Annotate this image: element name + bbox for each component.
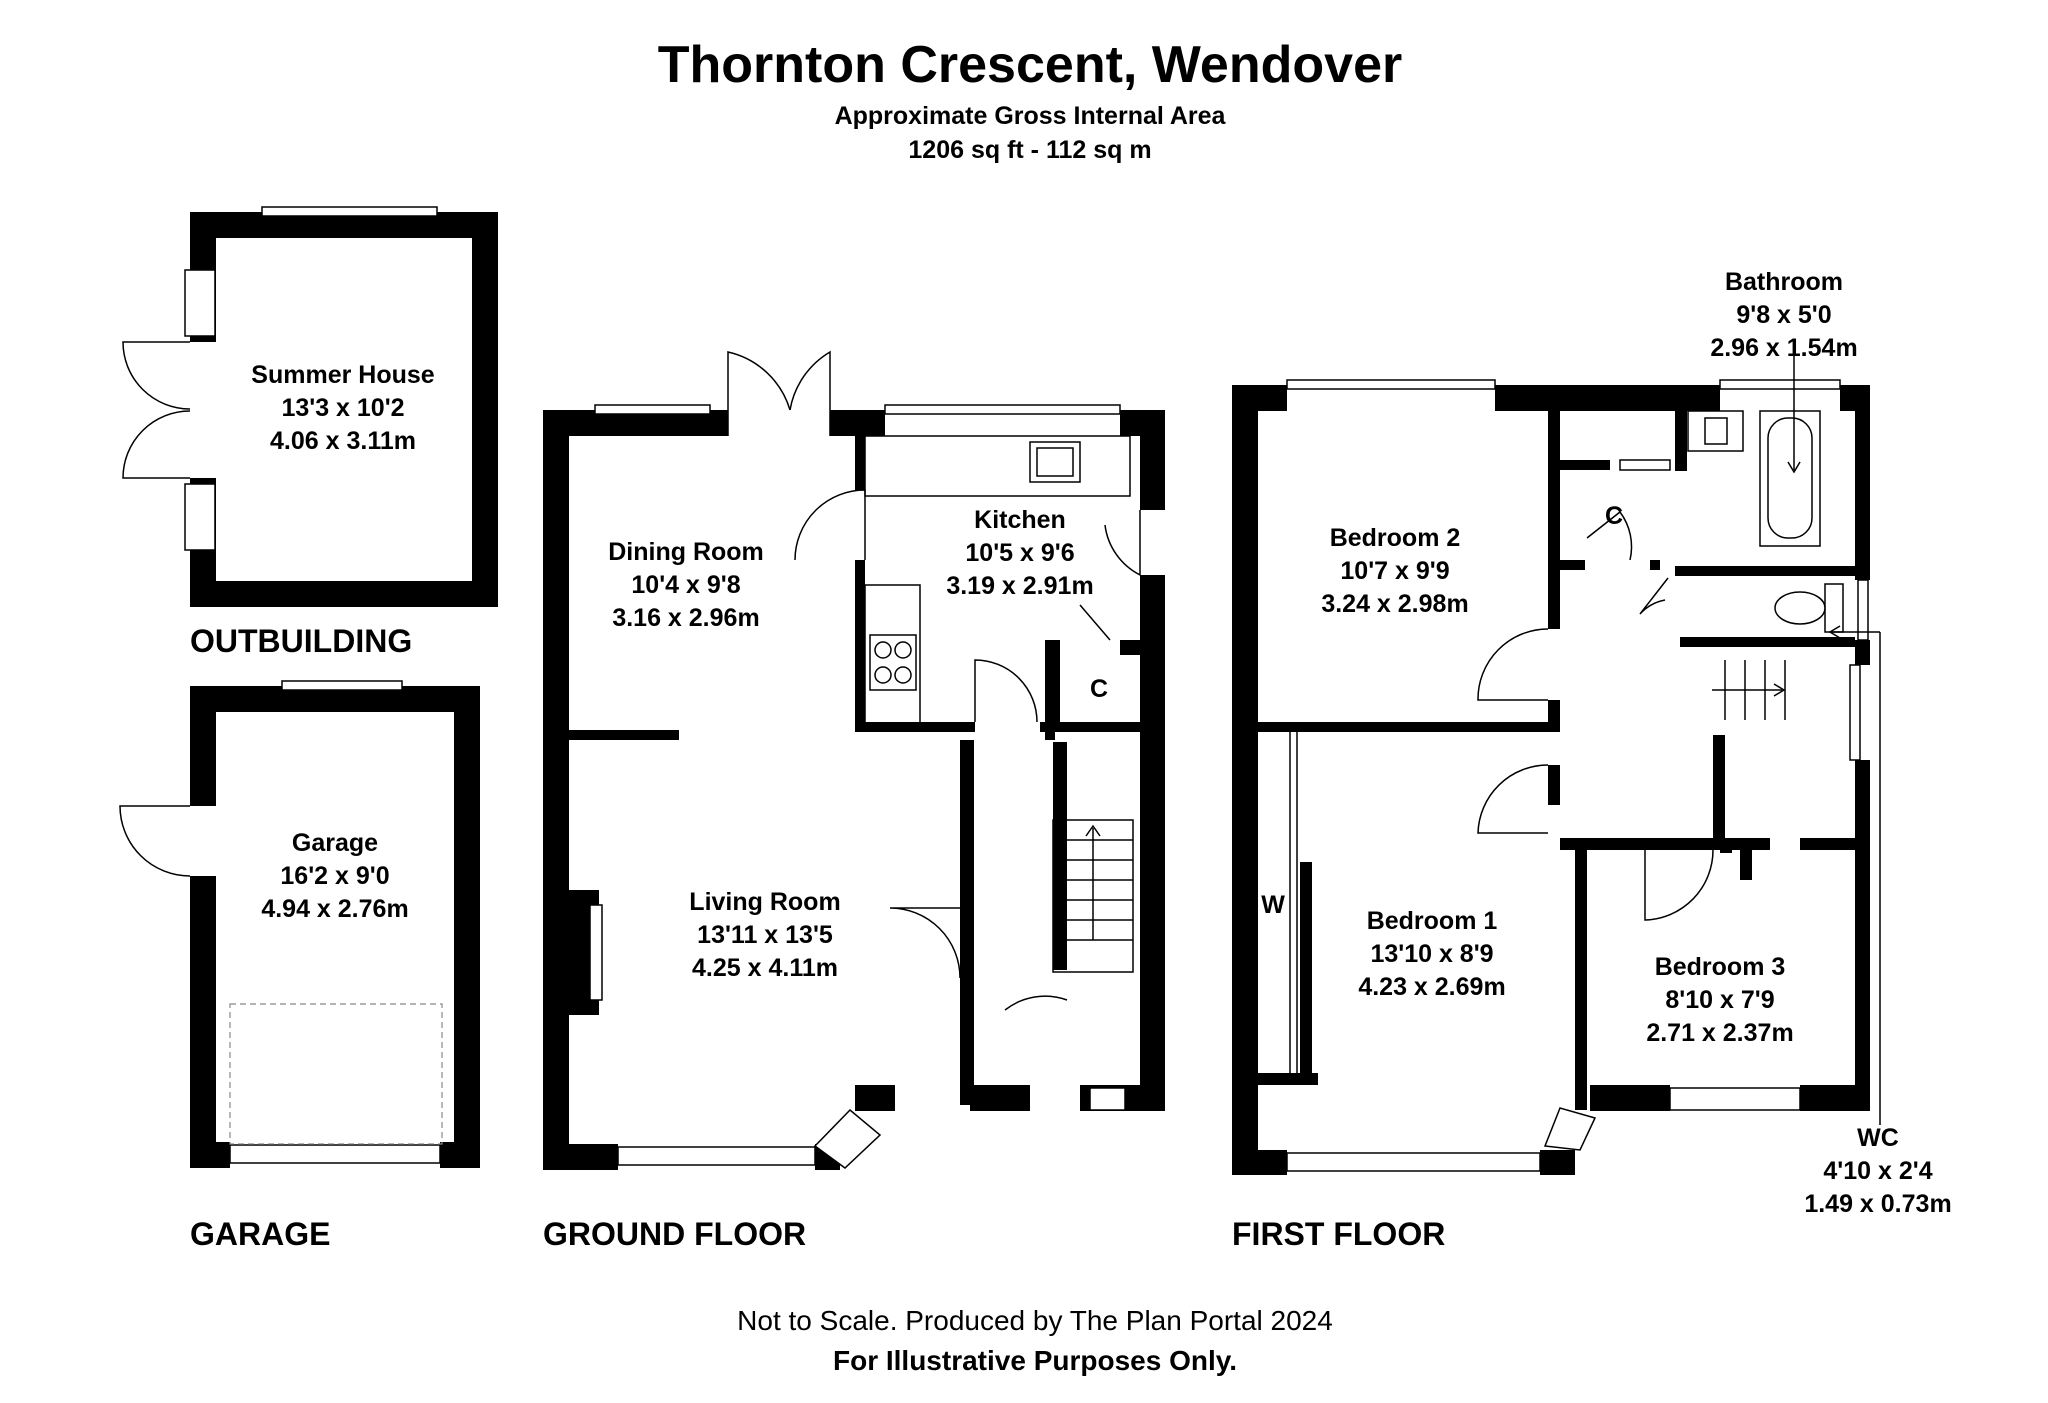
bedroom-1-imperial: 13'10 x 8'9	[1370, 940, 1493, 968]
wc-metric: 1.49 x 0.73m	[1804, 1190, 1951, 1218]
kitchen-imperial: 10'5 x 9'6	[965, 539, 1074, 567]
living-room-imperial: 13'11 x 13'5	[697, 921, 833, 949]
living-room-metric: 4.25 x 4.11m	[692, 954, 838, 982]
summer-house-name: Summer House	[251, 361, 434, 389]
bedroom-1-name: Bedroom 1	[1367, 907, 1498, 935]
summer-house-plan	[122, 206, 498, 607]
plan-title: Thornton Crescent, Wendover	[658, 36, 1402, 94]
ground-floor-plan	[543, 350, 1165, 1170]
first-cupboard-label: C	[1605, 502, 1623, 530]
bedroom-2-metric: 3.24 x 2.98m	[1321, 590, 1468, 618]
bedroom-3-name: Bedroom 3	[1655, 953, 1786, 981]
first-floor-plan	[1232, 342, 1881, 1175]
bedroom-3-imperial: 8'10 x 7'9	[1665, 986, 1774, 1014]
kitchen-metric: 3.19 x 2.91m	[946, 572, 1093, 600]
dining-room-name: Dining Room	[608, 538, 764, 566]
wc-name: WC	[1857, 1124, 1899, 1152]
footer-disclaimer: For Illustrative Purposes Only.	[833, 1345, 1237, 1376]
bedroom-3-metric: 2.71 x 2.37m	[1646, 1019, 1793, 1047]
bedroom-2-imperial: 10'7 x 9'9	[1340, 557, 1449, 585]
garage-imperial: 16'2 x 9'0	[280, 862, 389, 890]
dining-room-imperial: 10'4 x 9'8	[631, 571, 740, 599]
bathroom-metric: 2.96 x 1.54m	[1710, 334, 1857, 362]
bathroom-name: Bathroom	[1725, 268, 1843, 296]
living-room-name: Living Room	[689, 888, 840, 916]
wardrobe-label: W	[1261, 891, 1285, 919]
dining-room-metric: 3.16 x 2.96m	[612, 604, 759, 632]
ground-cupboard-label: C	[1090, 675, 1108, 703]
garage-name: Garage	[292, 829, 378, 857]
garage-heading: GARAGE	[190, 1216, 330, 1252]
bathroom-imperial: 9'8 x 5'0	[1736, 301, 1831, 329]
summer-house-imperial: 13'3 x 10'2	[281, 394, 404, 422]
bedroom-1-metric: 4.23 x 2.69m	[1358, 973, 1505, 1001]
plan-area: 1206 sq ft - 112 sq m	[908, 136, 1151, 164]
footer-note: Not to Scale. Produced by The Plan Porta…	[737, 1305, 1333, 1336]
summer-house-metric: 4.06 x 3.11m	[270, 427, 416, 455]
first-floor-heading: FIRST FLOOR	[1232, 1216, 1445, 1252]
outbuilding-heading: OUTBUILDING	[190, 623, 412, 659]
plan-subtitle: Approximate Gross Internal Area	[835, 102, 1227, 130]
ground-floor-heading: GROUND FLOOR	[543, 1216, 806, 1252]
garage-metric: 4.94 x 2.76m	[261, 895, 408, 923]
wc-imperial: 4'10 x 2'4	[1823, 1157, 1932, 1185]
kitchen-name: Kitchen	[974, 506, 1066, 534]
bedroom-2-name: Bedroom 2	[1330, 524, 1461, 552]
garage-plan	[119, 680, 480, 1168]
